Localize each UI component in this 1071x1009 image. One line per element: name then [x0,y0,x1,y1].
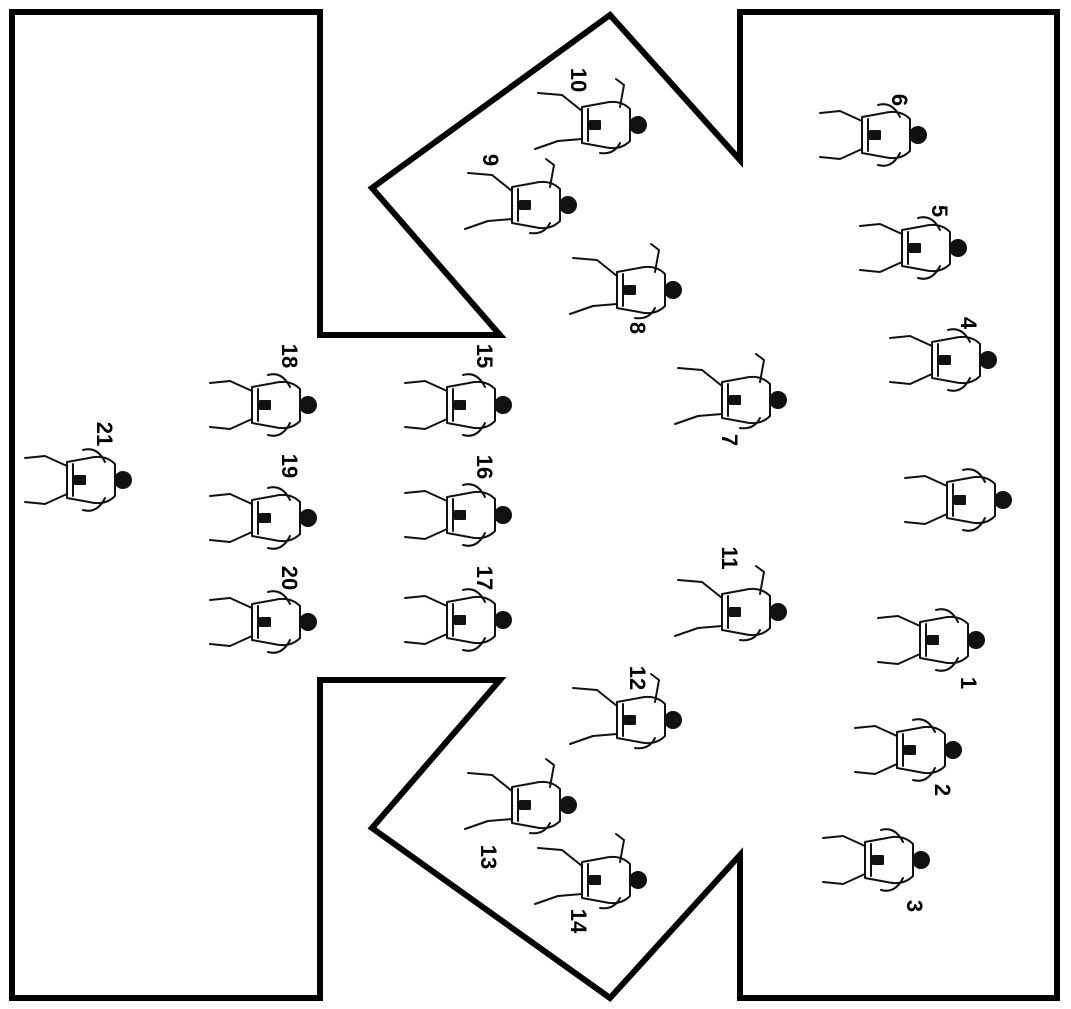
step-number-20: 20 [277,566,302,590]
step-number-6: 6 [887,94,912,106]
step-number-2: 2 [930,784,955,796]
step-number-17: 17 [472,566,497,590]
step-number-3: 3 [902,900,927,912]
step-number-4: 4 [956,317,981,330]
step-number-11: 11 [717,546,742,569]
step-number-8: 8 [625,322,650,334]
step-number-18: 18 [277,344,302,368]
step-number-13: 13 [476,845,501,869]
step-number-14: 14 [566,909,591,934]
step-number-19: 19 [277,454,302,478]
step-number-21: 21 [92,422,117,446]
step-number-12: 12 [625,666,650,690]
step-number-16: 16 [472,455,497,479]
step-number-7: 7 [717,434,742,446]
step-number-9: 9 [478,154,503,166]
step-number-15: 15 [472,344,497,368]
step-number-10: 10 [566,68,591,92]
step-number-1: 1 [956,677,981,689]
step-number-5: 5 [927,205,952,217]
